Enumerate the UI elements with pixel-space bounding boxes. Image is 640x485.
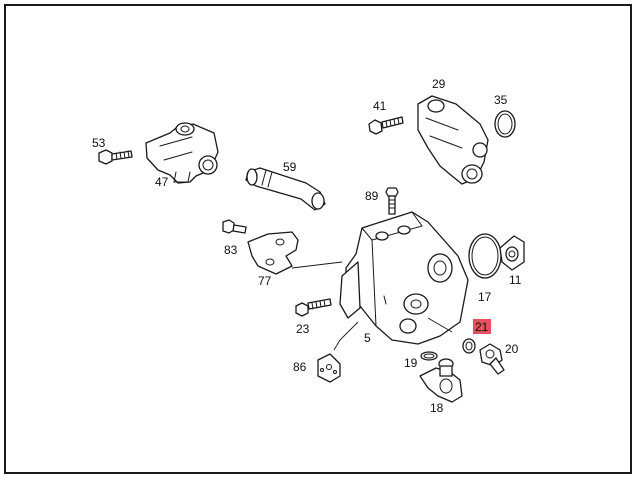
part-35-o-ring[interactable] [494, 110, 516, 138]
highlight-box [473, 319, 491, 334]
part-20-fitting[interactable] [479, 343, 505, 375]
part-59-pipe[interactable] [245, 167, 326, 211]
part-83-screw[interactable] [222, 219, 247, 234]
part-21-sealing-ring[interactable] [427, 317, 476, 354]
part-23-bolt[interactable] [295, 298, 332, 317]
part-18-valve[interactable] [419, 358, 463, 403]
part-label-77[interactable]: 77 [258, 274, 272, 288]
part-label-89[interactable]: 89 [365, 189, 379, 203]
part-17-o-ring[interactable] [468, 233, 502, 279]
part-label-83[interactable]: 83 [224, 243, 238, 257]
part-label-17[interactable]: 17 [478, 290, 492, 304]
part-77-bracket[interactable] [247, 231, 343, 275]
part-53-bolt[interactable] [98, 149, 133, 165]
part-29-pump-cover[interactable] [417, 95, 489, 185]
part-41-bolt[interactable] [368, 116, 404, 135]
part-label-18[interactable]: 18 [430, 401, 444, 415]
part-label-35[interactable]: 35 [494, 93, 508, 107]
part-label-59[interactable]: 59 [283, 160, 297, 174]
part-label-5[interactable]: 5 [364, 331, 371, 345]
diagram-frame [4, 4, 632, 474]
part-label-29[interactable]: 29 [432, 77, 446, 91]
part-label-20[interactable]: 20 [505, 342, 519, 356]
part-label-41[interactable]: 41 [373, 99, 387, 113]
part-89-bolt[interactable] [385, 187, 399, 215]
part-label-11[interactable]: 11 [509, 273, 522, 287]
part-label-86[interactable]: 86 [293, 360, 307, 374]
part-19-o-ring[interactable] [420, 351, 438, 361]
part-label-21[interactable]: 21 [475, 320, 489, 334]
part-label-19[interactable]: 19 [404, 356, 418, 370]
part-86-cap[interactable] [317, 353, 341, 383]
part-47-valve-housing[interactable] [145, 122, 219, 184]
part-11-flange[interactable] [499, 235, 525, 271]
part-label-23[interactable]: 23 [296, 322, 310, 336]
part-5-pump-body[interactable] [333, 211, 469, 351]
part-label-53[interactable]: 53 [92, 136, 106, 150]
part-label-47[interactable]: 47 [155, 175, 169, 189]
